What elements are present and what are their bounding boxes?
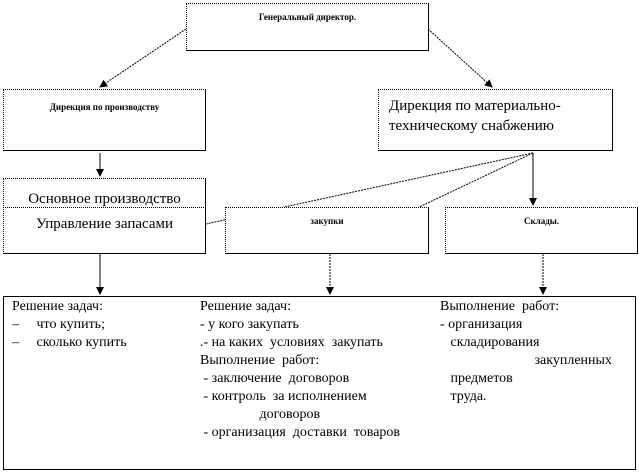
tasks-box [3, 296, 636, 470]
supply-directorate-box: Дирекция по материально-техническому сна… [378, 89, 613, 151]
arrow-ceo-supply [427, 28, 493, 88]
inventory-tasks: Решение задач: – что купить; – сколько куп… [12, 298, 127, 352]
task-line: - организация [440, 317, 523, 332]
task-line: Решение задач: [12, 299, 103, 314]
task-line: - контроль за исполнением [200, 389, 367, 404]
ceo-label: Генеральный директор. [258, 12, 357, 22]
task-line: - организация доставки товаров [200, 425, 401, 440]
inventory-management-box: Управление запасами [3, 207, 206, 254]
task-line: договоров [200, 407, 321, 422]
task-line: - у кого закупать [200, 317, 299, 332]
task-line: – что купить; [12, 317, 105, 332]
task-line: Выполнение работ: [440, 299, 560, 314]
task-line: закупленных [440, 353, 612, 368]
inventory-management-label: Управление запасами [35, 216, 174, 232]
warehouses-box: Склады. [445, 207, 638, 254]
warehouses-tasks: Выполнение работ: - организация складиров… [440, 298, 612, 406]
arrow-supply-purchases [334, 152, 534, 248]
task-line: Выполнение работ: [200, 353, 320, 368]
purchases-box: закупки [225, 207, 429, 254]
task-line: .- на каких условиях закупать [200, 335, 383, 350]
production-directorate-box: Дирекция по производству [3, 89, 206, 151]
task-line: складирования [440, 335, 540, 350]
arrow-ceo-production [99, 28, 187, 88]
task-line: – сколько купить [12, 335, 127, 350]
task-line: труда. [440, 389, 487, 404]
task-line: предметов [440, 371, 513, 386]
main-production-label: Основное производство [28, 191, 181, 207]
production-directorate-label: Дирекция по производству [49, 102, 160, 112]
task-line: Решение задач: [200, 299, 291, 314]
supply-directorate-label-2: техническому снабжению [389, 118, 554, 134]
ceo-box: Генеральный директор. [186, 3, 429, 51]
purchases-tasks: Решение задач: - у кого закупать .- на как… [200, 298, 400, 442]
warehouses-label: Склады. [523, 216, 560, 226]
supply-directorate-label-1: Дирекция по материально- [389, 98, 561, 114]
purchases-label: закупки [310, 216, 344, 226]
task-line: - заключение договоров [200, 371, 350, 386]
